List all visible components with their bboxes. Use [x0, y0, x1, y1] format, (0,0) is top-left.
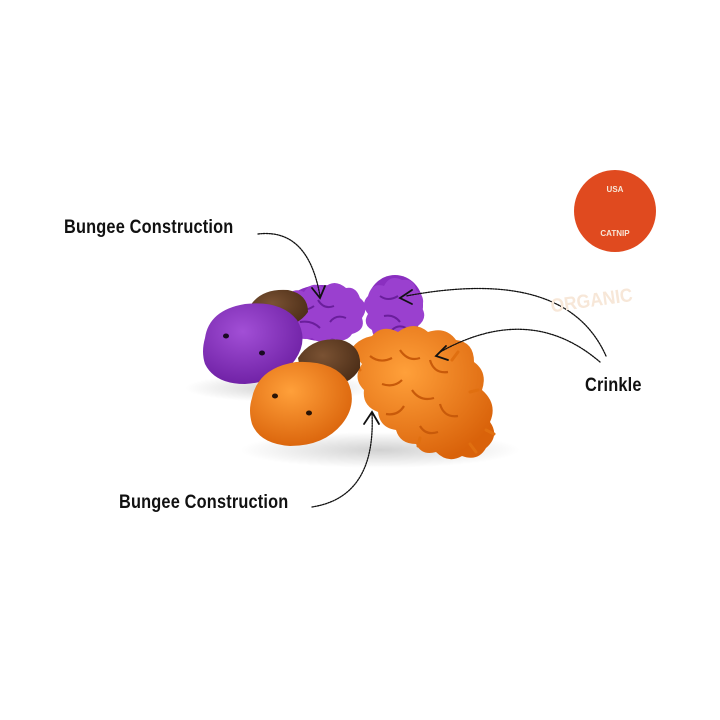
- callout-bungee-top: Bungee Construction: [64, 217, 234, 238]
- arrowhead-top: [311, 285, 326, 300]
- arrow-crinkle-purple: [405, 287, 607, 357]
- arrows: [257, 232, 607, 508]
- arrowhead-crinkle-purple: [398, 289, 413, 305]
- orange-toy: [250, 326, 496, 460]
- arrowhead-crinkle-orange: [434, 345, 449, 361]
- organic-catnip-badge: USA ORGANIC CATNIP: [549, 170, 656, 316]
- badge-line3: CATNIP: [600, 229, 630, 238]
- callout-bungee-bottom: Bungee Construction: [119, 492, 289, 513]
- arrow-top-bungee: [257, 232, 321, 297]
- arrow-crinkle-orange: [439, 328, 601, 363]
- badge-line2: ORGANIC: [549, 283, 634, 316]
- purple-toy: [203, 275, 425, 384]
- purple-tail-segment: [364, 275, 425, 343]
- callout-crinkle: Crinkle: [585, 375, 642, 396]
- arrowhead-bottom: [363, 410, 380, 425]
- orange-crinkle-body: [346, 326, 496, 460]
- badge-line1: USA: [607, 185, 624, 194]
- arrow-bottom-bungee: [311, 412, 373, 508]
